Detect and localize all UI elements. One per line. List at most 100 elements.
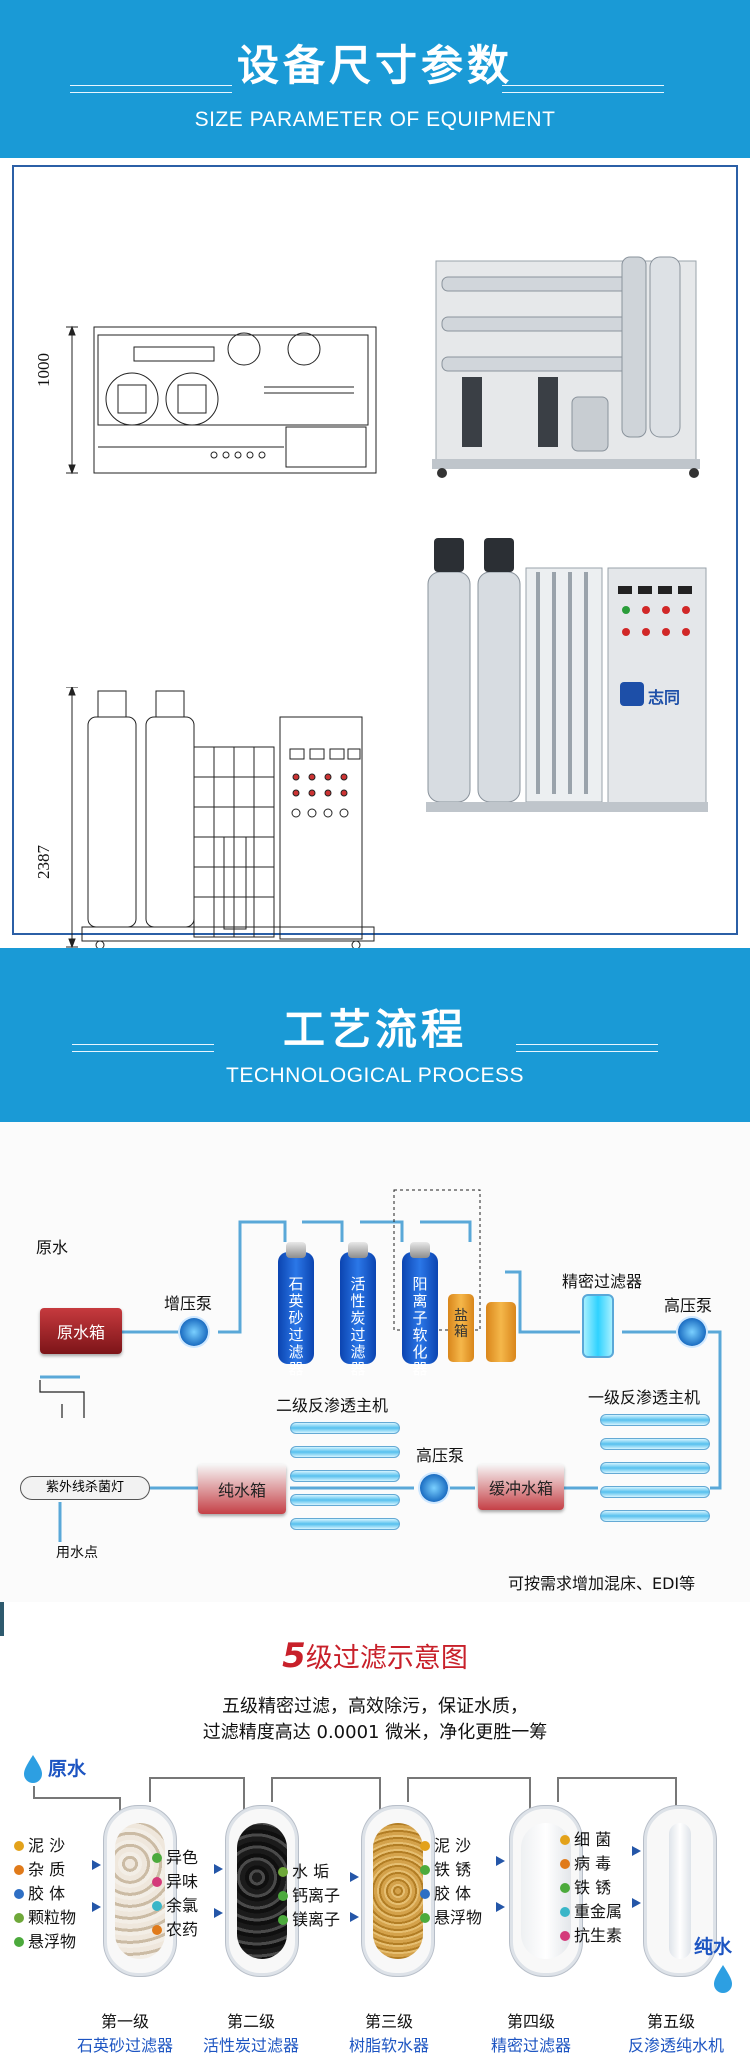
stage-3-media: [373, 1823, 423, 1959]
process-title-cn: 工艺流程: [282, 1005, 467, 1054]
softener-label: 阳离子软化器: [412, 1275, 428, 1378]
use-point-label: 用水点: [56, 1545, 98, 1561]
impurity-icon: [560, 1859, 570, 1869]
impurity-icon: [152, 1901, 162, 1911]
impurity-icon: [420, 1841, 430, 1851]
arrow-right-icon: [632, 1898, 641, 1908]
arrow-right-icon: [92, 1902, 101, 1912]
ro-stage1-rack: [600, 1410, 720, 1534]
remove-item: 泥 沙: [434, 1836, 472, 1855]
ro-membrane: [600, 1438, 710, 1450]
stage-1-name: 第一级: [100, 2012, 149, 2031]
process-note: 可按需求增加混床、EDI等: [508, 1574, 696, 1593]
remove-item: 胶 体: [28, 1884, 66, 1903]
stage-4-name: 第四级: [506, 2012, 555, 2031]
ro-membrane: [600, 1486, 710, 1498]
process-banner: 工艺流程 TECHNOLOGICAL PROCESS: [0, 948, 750, 1122]
remove-item: 钙离子: [292, 1886, 341, 1905]
remove-item: 异味: [166, 1872, 199, 1891]
arrow-right-icon: [632, 1846, 641, 1856]
ro-membrane: [290, 1446, 400, 1458]
process-pipes: [39, 1189, 722, 1542]
precision-filter-label: 精密过滤器: [562, 1272, 643, 1291]
process-rule-left-2: [72, 1051, 214, 1052]
remove-item: 悬浮物: [434, 1908, 483, 1927]
title-rule-right-2: [502, 92, 664, 93]
ro-membrane: [290, 1518, 400, 1530]
stage-4-removes: 泥 沙 铁 锈 胶 体 悬浮物: [420, 1834, 482, 1930]
impurity-icon: [420, 1913, 430, 1923]
remove-item: 胶 体: [434, 1884, 472, 1903]
pure-water-text: 纯水: [694, 1936, 733, 1958]
ro-stage1-label: 一级反渗透主机: [588, 1388, 701, 1407]
quartz-sand-filter: 石英砂过滤器: [278, 1242, 314, 1378]
impurity-icon: [278, 1867, 288, 1877]
impurity-icon: [14, 1889, 24, 1899]
ro-membrane: [600, 1414, 710, 1426]
filter-cap-icon: [286, 1242, 306, 1258]
impurity-icon: [560, 1931, 570, 1941]
impurity-icon: [560, 1835, 570, 1845]
stage-3-removes: 水 垢 钙离子 镁离子: [278, 1860, 340, 1932]
size-title-cn: 设备尺寸参数: [236, 41, 513, 90]
remove-item: 悬浮物: [28, 1932, 77, 1951]
impurity-icon: [14, 1913, 24, 1923]
arrow-right-icon: [214, 1864, 223, 1874]
impurity-icon: [152, 1853, 162, 1863]
pure-water-tank: 纯水箱: [198, 1464, 286, 1514]
water-drop-icon: [24, 1755, 42, 1783]
title-rule-left-2: [70, 92, 232, 93]
remove-item: 水 垢: [292, 1862, 330, 1881]
process-rule-left: [72, 1044, 214, 1045]
stage-2-media: [237, 1823, 287, 1959]
activated-carbon-filter: 活性炭过滤器: [340, 1242, 376, 1378]
stage-5-removes: 细 菌 病 毒 铁 锈 重金属 抗生素: [560, 1828, 622, 1948]
salt-tank-2: [486, 1302, 516, 1362]
stage-2-sub: 活性炭过滤器: [202, 2036, 299, 2055]
water-drop-icon: [714, 1965, 732, 1993]
carbon-filter-label: 活性炭过滤器: [350, 1275, 366, 1378]
impurity-icon: [278, 1891, 288, 1901]
stage-3-name: 第三级: [364, 2012, 413, 2031]
remove-item: 余氯: [166, 1896, 199, 1915]
stage-2-removes: 异色 异味 余氯 农药: [152, 1846, 198, 1942]
size-banner: 设备尺寸参数 SIZE PARAMETER OF EQUIPMENT: [0, 0, 750, 158]
filter-heading-text: 级过滤示意图: [305, 1643, 468, 1674]
size-title-en: SIZE PARAMETER OF EQUIPMENT: [194, 108, 556, 131]
dim-height-front: 2387: [34, 845, 53, 879]
raw-water-tank: 原水箱: [40, 1308, 122, 1354]
ro-membrane: [600, 1510, 710, 1522]
process-title-en: TECHNOLOGICAL PROCESS: [226, 1064, 524, 1087]
stage-5-media: [669, 1823, 691, 1959]
filter-cap-icon: [348, 1242, 368, 1258]
arrow-right-icon: [350, 1872, 359, 1882]
title-rule-left: [70, 85, 232, 86]
remove-item: 细 菌: [574, 1830, 612, 1849]
arrow-right-icon: [496, 1856, 505, 1866]
stage-4-sub: 精密过滤器: [490, 2036, 571, 2055]
front-view-drawing: [66, 687, 376, 975]
stage-4-filter: [510, 1806, 582, 1976]
remove-item: 农药: [166, 1920, 199, 1939]
stage-1-sub: 石英砂过滤器: [76, 2036, 173, 2055]
impurity-icon: [14, 1841, 24, 1851]
remove-item: 病 毒: [574, 1854, 612, 1873]
raw-water-text: 原水: [48, 1758, 87, 1780]
filter-section: 5级过滤示意图 五级精密过滤，高效除污，保证水质， 过滤精度高达 0.0001 …: [0, 1602, 750, 2067]
remove-item: 镁离子: [292, 1910, 341, 1929]
cation-softener: 阳离子软化器: [402, 1242, 438, 1378]
remove-item: 铁 锈: [574, 1878, 612, 1897]
remove-item: 铁 锈: [434, 1860, 472, 1879]
hp-pump-2-icon: [420, 1474, 448, 1502]
equipment-photo-front: 志同: [422, 532, 712, 822]
hp-pump-2-label: 高压泵: [416, 1446, 465, 1465]
ro-membrane: [290, 1470, 400, 1482]
hp-pump-1-icon: [678, 1318, 706, 1346]
process-rule-right-2: [516, 1051, 658, 1052]
ro-stage2-label: 二级反渗透主机: [276, 1396, 389, 1415]
dim-height-top: 1000: [34, 353, 53, 387]
arrow-right-icon: [214, 1908, 223, 1918]
salt-tank-label: 盐箱: [454, 1308, 468, 1340]
filter-desc-1: 五级精密过滤，高效除污，保证水质，: [222, 1696, 528, 1717]
stage-1-media: [115, 1823, 165, 1959]
